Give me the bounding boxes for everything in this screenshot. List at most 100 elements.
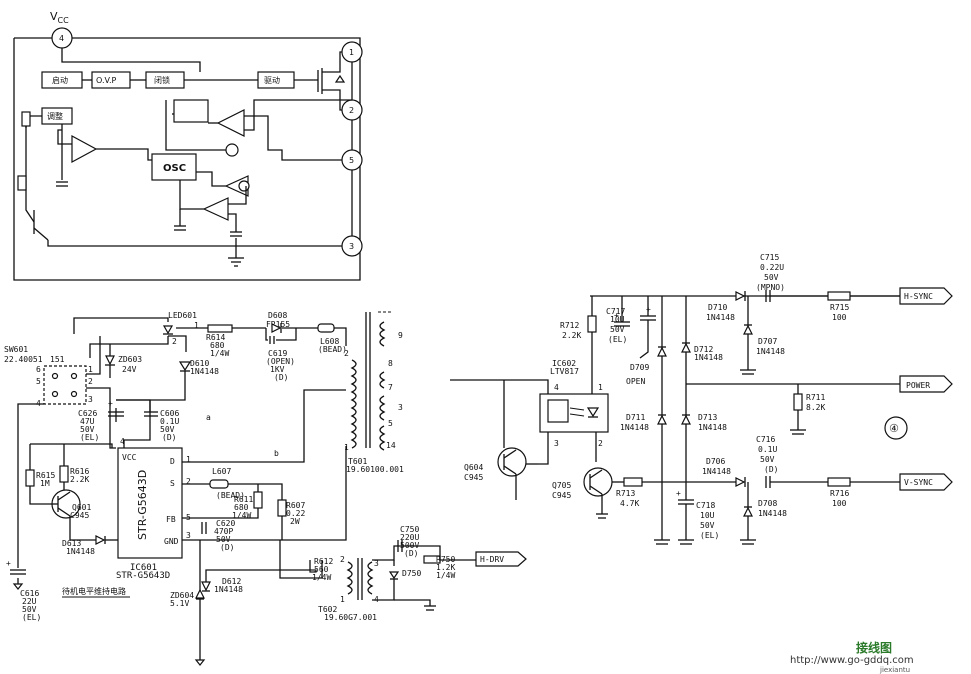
r611-value: 680 [234, 503, 249, 512]
r715-ref: R715 [830, 303, 849, 312]
ic601-pin-fb: FB [166, 515, 176, 524]
hdrv-label: H-DRV [480, 555, 504, 564]
r612-rating: 1/4W [312, 573, 331, 582]
zd604-value: 5.1V [170, 599, 189, 608]
l607-ref: L607 [212, 467, 231, 476]
block-ovp: O.V.P [96, 76, 117, 85]
d713-ref: D713 [698, 413, 717, 422]
svg-text:+: + [6, 559, 11, 568]
r615-ref: R615 [36, 471, 55, 480]
t602-ref: T602 [318, 605, 337, 614]
d710-part: 1N4148 [706, 313, 735, 322]
svg-text:6: 6 [36, 365, 41, 374]
d713-part: 1N4148 [698, 423, 727, 432]
c715-value: 0.22U [760, 263, 784, 272]
hsync-label: H-SYNC [904, 292, 933, 301]
r614-value: 680 [210, 341, 225, 350]
c750-ref: C750 [400, 525, 419, 534]
c606-rating: 50V [160, 425, 175, 434]
d612-ref: D612 [222, 577, 241, 586]
zd603-value: 24V [122, 365, 137, 374]
r616-ref: R616 [70, 467, 89, 476]
c717-value: 10U [610, 315, 625, 324]
l608-type: (BEAD) [318, 345, 347, 354]
sw601-part: 22.40051 [4, 355, 43, 364]
ic602-ref: IC602 [552, 359, 576, 368]
ic601-pin-s: S [170, 479, 175, 488]
l608-ref: L608 [320, 337, 339, 346]
power-connector [899, 375, 953, 393]
r615-value: 1M [40, 479, 50, 488]
ic601-pin-gnd: GND [164, 537, 179, 546]
marker-b: b [274, 449, 279, 458]
c716-value: 0.1U [758, 445, 777, 454]
d610-part: 1N4148 [190, 367, 219, 376]
ic602-pin3: 3 [554, 439, 559, 448]
d709-note: OPEN [626, 377, 645, 386]
c716-rating: 50V [760, 455, 775, 464]
c715-type: (MPNO) [756, 283, 785, 292]
c626-ref: C626 [78, 409, 97, 418]
power-supply-circuit: SW601 22.40051 151 654 123 LED601 2 1 ZD… [4, 311, 527, 666]
block-start: 启动 [52, 75, 68, 85]
c715-ref: C715 [760, 253, 779, 262]
svg-text:+: + [108, 399, 113, 408]
c717-ref: C717 [606, 307, 625, 316]
marker-a: a [206, 413, 211, 422]
c716-ref: C716 [756, 435, 775, 444]
led601-label: LED601 [168, 311, 197, 320]
c620-rating: 50V [216, 535, 231, 544]
r712-value: 2.2K [562, 331, 581, 340]
r716-ref: R716 [830, 489, 849, 498]
d610-ref: D610 [190, 359, 209, 368]
ic602-part: LTV817 [550, 367, 579, 376]
pin-4-label: 4 [59, 34, 64, 43]
c616-ref: C616 [20, 589, 39, 598]
d708-ref: D708 [758, 499, 777, 508]
pin-2-label: 2 [349, 106, 354, 115]
vsync-label: V-SYNC [904, 478, 933, 487]
t601-pin-3: 3 [398, 403, 403, 412]
r607-ref: R607 [286, 501, 305, 510]
ic601-n1: 1 [186, 455, 191, 464]
ic602-pin4: 4 [554, 383, 559, 392]
pin-3-label: 3 [349, 242, 354, 251]
r711-value: 8.2K [806, 403, 825, 412]
svg-text:5: 5 [36, 377, 41, 386]
pin-5-label: 5 [349, 156, 354, 165]
t601-part: 19.60100.001 [346, 465, 404, 474]
d706-part: 1N4148 [702, 467, 731, 476]
c619-ref: C619 [268, 349, 287, 358]
watermark-logo: 接线图 [856, 640, 892, 655]
ic601-part-vertical: STR-G5643D [136, 470, 149, 540]
d706-ref: D706 [706, 457, 725, 466]
t601-pin-7: 7 [388, 383, 393, 392]
r716-value: 100 [832, 499, 847, 508]
pin-1-label: 1 [349, 48, 354, 57]
block-osc: OSC [163, 163, 186, 174]
vsync-connector [899, 473, 953, 491]
r616-value: 2.2K [70, 475, 89, 484]
c718-type: (EL) [700, 531, 719, 540]
svg-text:2: 2 [172, 337, 177, 346]
c616-type: (EL) [22, 613, 41, 622]
hsync-connector [899, 287, 953, 305]
c718-value: 10U [700, 511, 715, 520]
r607-value: 0.22 [286, 509, 305, 518]
c626-type: (EL) [80, 433, 99, 442]
c616-value: 22U [22, 597, 37, 606]
t601-pin-14: 14 [386, 441, 396, 450]
svg-text:+: + [676, 489, 681, 498]
l607-type: (BEAD) [216, 491, 245, 500]
circle-number: ④ [889, 422, 899, 435]
power-label: POWER [906, 381, 930, 390]
t602-part: 19.60G7.001 [324, 613, 377, 622]
watermark-sub: jiexiantu [879, 666, 910, 674]
q601-ref: Q601 [72, 503, 91, 512]
d712-part: 1N4148 [694, 353, 723, 362]
standby-footnote: 待机电平维持电路 [62, 586, 126, 596]
svg-text:+: + [646, 305, 651, 314]
d750-label: D750 [402, 569, 421, 578]
d608-ref: D608 [268, 311, 287, 320]
ic601-pin-vcc: VCC [122, 453, 137, 462]
